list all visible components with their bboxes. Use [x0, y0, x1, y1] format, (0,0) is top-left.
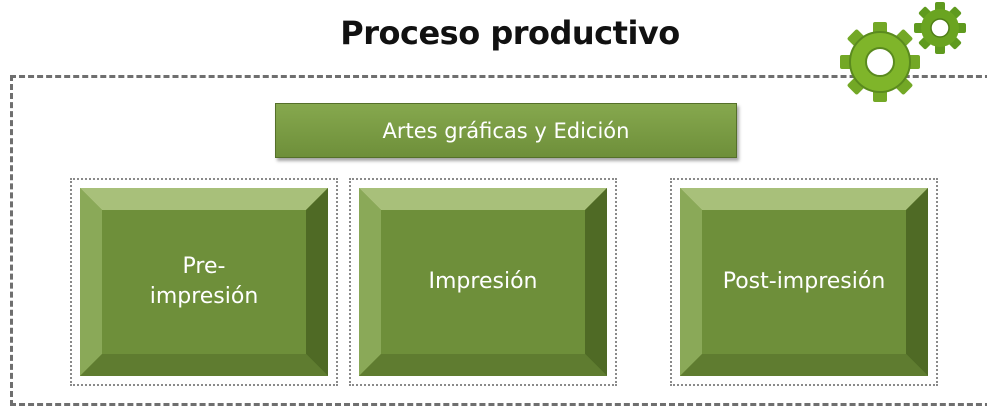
stage-card-impresion: Impresión: [349, 178, 617, 386]
stage-card-post-impresion: Post-impresión: [670, 178, 938, 386]
stage-card-pre-impresion: Pre- impresión: [70, 178, 338, 386]
bevel-frame: [680, 188, 928, 376]
gears-icon: [840, 2, 966, 102]
stage-label: Pre- impresión: [149, 254, 259, 309]
process-frame: [10, 75, 987, 406]
header-label: Artes gráficas y Edición: [382, 118, 630, 143]
stage-label: Post-impresión: [722, 269, 886, 295]
diagram-title: Proceso productivo: [340, 14, 680, 52]
bevel-frame: [80, 188, 328, 376]
stage-label: Impresión: [428, 269, 538, 295]
bevel-frame: [359, 188, 607, 376]
header-box: Artes gráficas y Edición: [275, 103, 737, 158]
